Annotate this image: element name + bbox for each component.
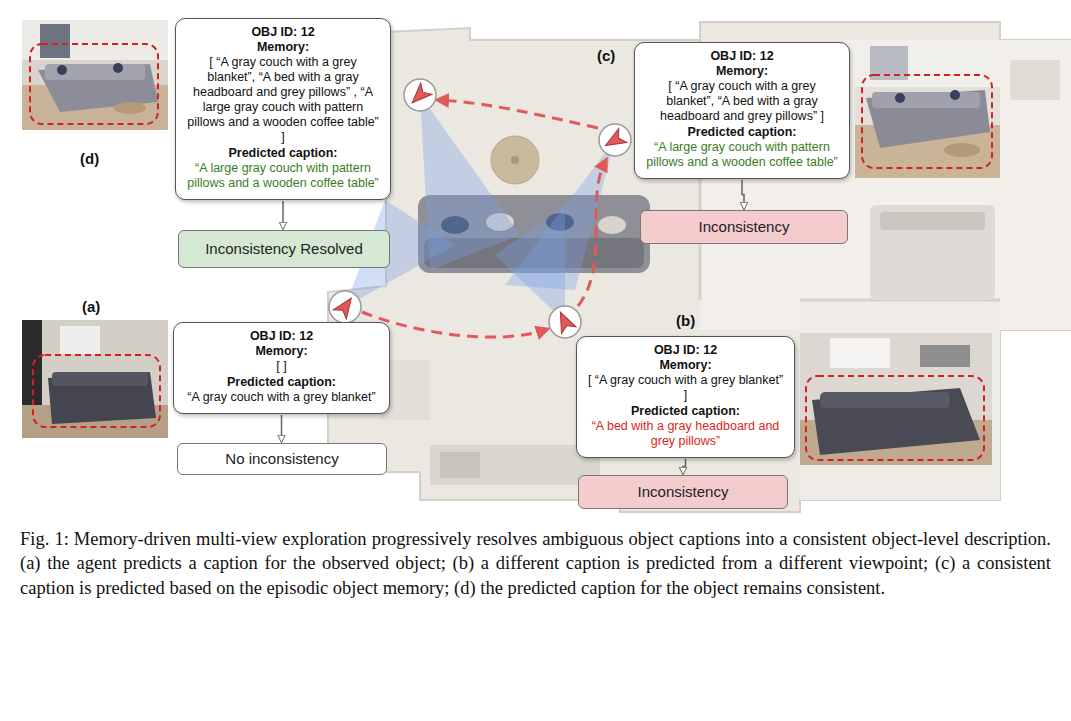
photo-d xyxy=(22,20,168,130)
floor-plan xyxy=(328,22,1071,512)
obj-id: OBJ ID: 12 xyxy=(182,329,381,344)
memory-list: [ “A gray couch with a grey blanket” ] xyxy=(585,373,786,403)
photo-b xyxy=(800,333,992,465)
status-box: Inconsistency xyxy=(640,210,848,244)
flow-arrow xyxy=(282,201,284,229)
predicted-caption: “A bed with a gray headboard and grey pi… xyxy=(585,419,786,449)
panel-label: (d) xyxy=(80,150,99,167)
photo-a xyxy=(22,320,168,438)
status-text: Inconsistency Resolved xyxy=(205,240,363,258)
status-box: Inconsistency Resolved xyxy=(178,230,390,268)
status-text: Inconsistency xyxy=(699,218,790,236)
status-text: Inconsistency xyxy=(638,483,729,501)
obj-id: OBJ ID: 12 xyxy=(585,343,786,358)
obj-id: OBJ ID: 12 xyxy=(643,49,841,64)
status-text: No inconsistency xyxy=(225,450,338,468)
memory-card: OBJ ID: 12Memory:[ “A gray couch with a … xyxy=(175,18,391,200)
caption-heading: Predicted caption: xyxy=(182,375,381,390)
exploration-path xyxy=(362,100,605,337)
memory-list: [ ] xyxy=(182,359,381,374)
flow-arrow xyxy=(742,180,744,209)
predicted-caption: “A large gray couch with pattern pillows… xyxy=(184,161,382,191)
memory-heading: Memory: xyxy=(643,64,841,79)
flow-arrow xyxy=(281,415,283,442)
status-box: No inconsistency xyxy=(177,443,387,475)
predicted-caption: “A large gray couch with pattern pillows… xyxy=(643,140,841,170)
memory-list: [ “A gray couch with a grey blanket”, “A… xyxy=(184,55,382,145)
panel-label: (c) xyxy=(597,47,615,64)
caption-heading: Predicted caption: xyxy=(643,125,841,140)
panel-label: (b) xyxy=(676,312,695,329)
photo-c xyxy=(855,42,1000,178)
predicted-caption: “A gray couch with a grey blanket” xyxy=(182,390,381,405)
status-box: Inconsistency xyxy=(578,475,788,509)
memory-heading: Memory: xyxy=(184,40,382,55)
figure-caption: Fig. 1: Memory-driven multi-view explora… xyxy=(20,527,1051,600)
memory-list: [ “A gray couch with a grey blanket”, “A… xyxy=(643,79,841,124)
flow-arrow xyxy=(683,459,686,474)
obj-id: OBJ ID: 12 xyxy=(184,25,382,40)
memory-heading: Memory: xyxy=(182,344,381,359)
caption-heading: Predicted caption: xyxy=(585,404,786,419)
caption-heading: Predicted caption: xyxy=(184,146,382,161)
panel-label: (a) xyxy=(82,298,100,315)
memory-card: OBJ ID: 12Memory:[ “A gray couch with a … xyxy=(634,42,850,179)
memory-card: OBJ ID: 12Memory:[ “A gray couch with a … xyxy=(576,336,795,458)
memory-card: OBJ ID: 12Memory:[ ]Predicted caption:“A… xyxy=(173,322,390,414)
memory-heading: Memory: xyxy=(585,358,786,373)
